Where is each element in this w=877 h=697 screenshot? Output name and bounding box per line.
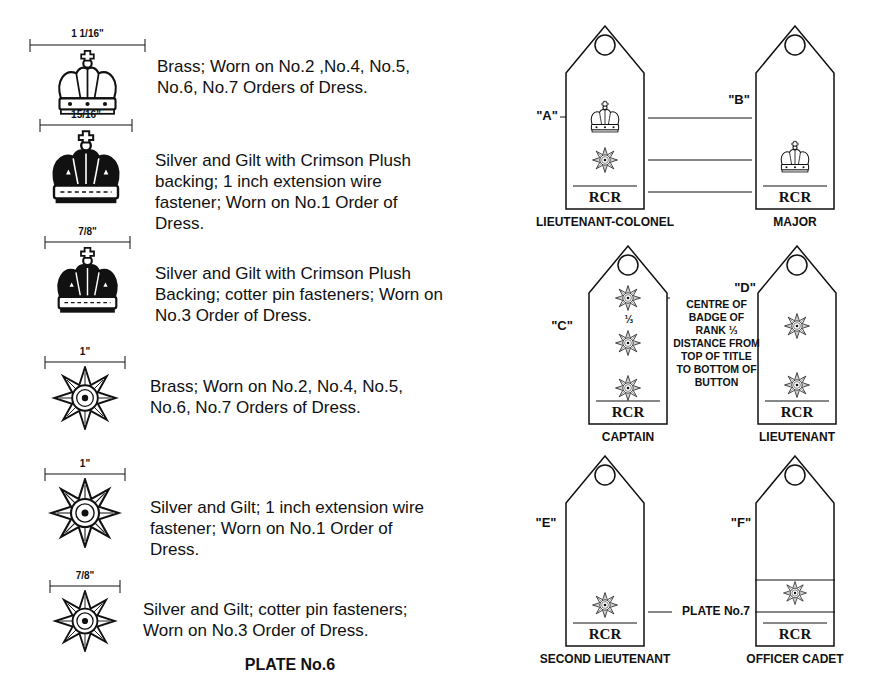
dimension: 1" [45,458,125,470]
regimental-title: RCR [565,189,645,206]
rank-name: MAJOR [773,215,816,229]
shoulder-strap: RCROFFICER CADET [755,455,835,647]
strap-outline [565,455,645,647]
rank-name: LIEUTENANT-COLONEL [536,215,674,229]
regimental-title: RCR [755,189,835,206]
dimension: 7/8" [45,226,130,238]
description: Silver and Gilt; 1 inch extension wire f… [150,497,440,560]
shoulder-strap: RCRCAPTAIN [588,245,668,425]
regimental-title: RCR [755,626,835,643]
plate-number: PLATE No.6 [210,655,370,675]
shoulder-strap: RCRLIEUTENANT [757,245,837,425]
description: Brass; Worn on No.2 ,No.4, No.5, No.6, N… [157,56,447,98]
callout-letter: "C" [551,318,573,334]
callout-letter: "A" [536,108,558,124]
regimental-title: RCR [565,626,645,643]
plate-number: PLATE No.7 [674,604,758,619]
callout-letter: "B" [728,92,750,108]
description: Silver and Gilt with Crimson Plush backi… [155,150,445,234]
strap-outline [565,25,645,210]
rank-name: LIEUTENANT [759,430,835,444]
fraction-mark: ⅓ [622,314,636,326]
rank-name: SECOND LIEUTENANT [540,652,671,666]
strap-outline [757,245,837,425]
callout-letter: "E" [535,515,557,531]
description: Silver and Gilt with Crimson Plush Backi… [155,263,445,326]
dimension: 1 1/16" [30,28,145,40]
regimental-title: RCR [588,404,668,421]
dimension: 1" [45,346,125,358]
strap-outline [755,25,835,210]
description: Silver and Gilt; cotter pin fasteners; W… [143,599,443,641]
callout-letter: "F" [730,515,752,531]
shoulder-strap: RCRMAJOR [755,25,835,210]
regimental-title: RCR [757,404,837,421]
strap-outline [588,245,668,425]
rank-name: OFFICER CADET [746,652,843,666]
callout-letter: "D" [734,280,756,296]
description: Brass; Worn on No.2, No.4, No.5, No.6, N… [150,376,440,418]
dimension: 7/8" [50,570,120,582]
rank-name: CAPTAIN [602,430,654,444]
shoulder-strap: RCRLIEUTENANT-COLONEL [565,25,645,210]
strap-outline [755,455,835,647]
placement-note: CENTRE OF BADGE OF RANK ⅓ DISTANCE FROM … [673,298,760,389]
dimension: 15/16" [40,109,132,121]
shoulder-strap: RCRSECOND LIEUTENANT [565,455,645,647]
